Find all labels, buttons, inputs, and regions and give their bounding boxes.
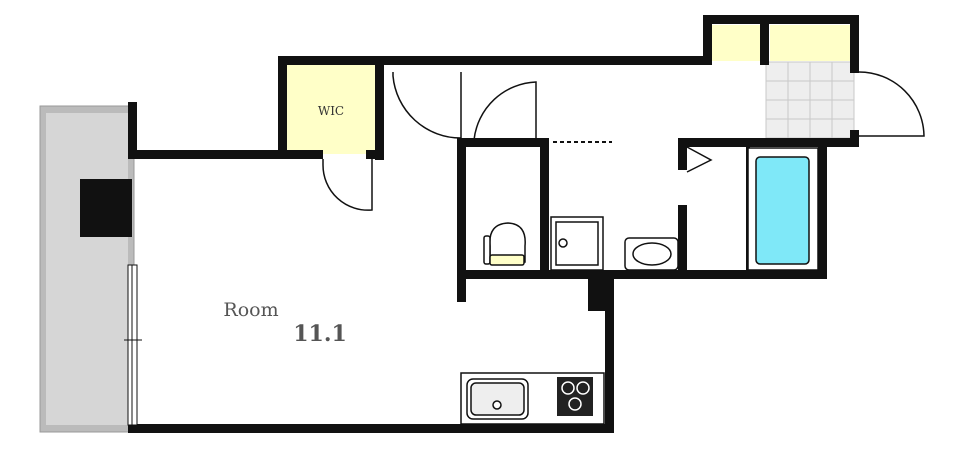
wic-floor — [287, 65, 375, 154]
entrance-tile — [765, 61, 855, 139]
corridor-door — [392, 72, 462, 139]
washing-machine — [550, 216, 604, 271]
balcony — [39, 105, 135, 433]
wash-basin — [624, 237, 679, 271]
washroom-door — [686, 146, 713, 173]
balcony-floor — [46, 113, 128, 425]
stove — [557, 377, 593, 416]
room-area: 11.1 — [293, 321, 347, 347]
entrance-door — [858, 71, 925, 137]
wic-door — [322, 159, 373, 211]
balcony-window — [124, 264, 142, 426]
toilet-door — [473, 81, 537, 141]
bathtub — [747, 147, 819, 271]
wic-label: WIC — [318, 104, 344, 118]
balcony-column — [80, 179, 132, 237]
toilet — [483, 222, 526, 266]
room-label: Room — [223, 299, 278, 321]
storage-left-floor — [712, 25, 760, 61]
doors — [322, 71, 925, 211]
storage-right-floor — [770, 25, 850, 61]
